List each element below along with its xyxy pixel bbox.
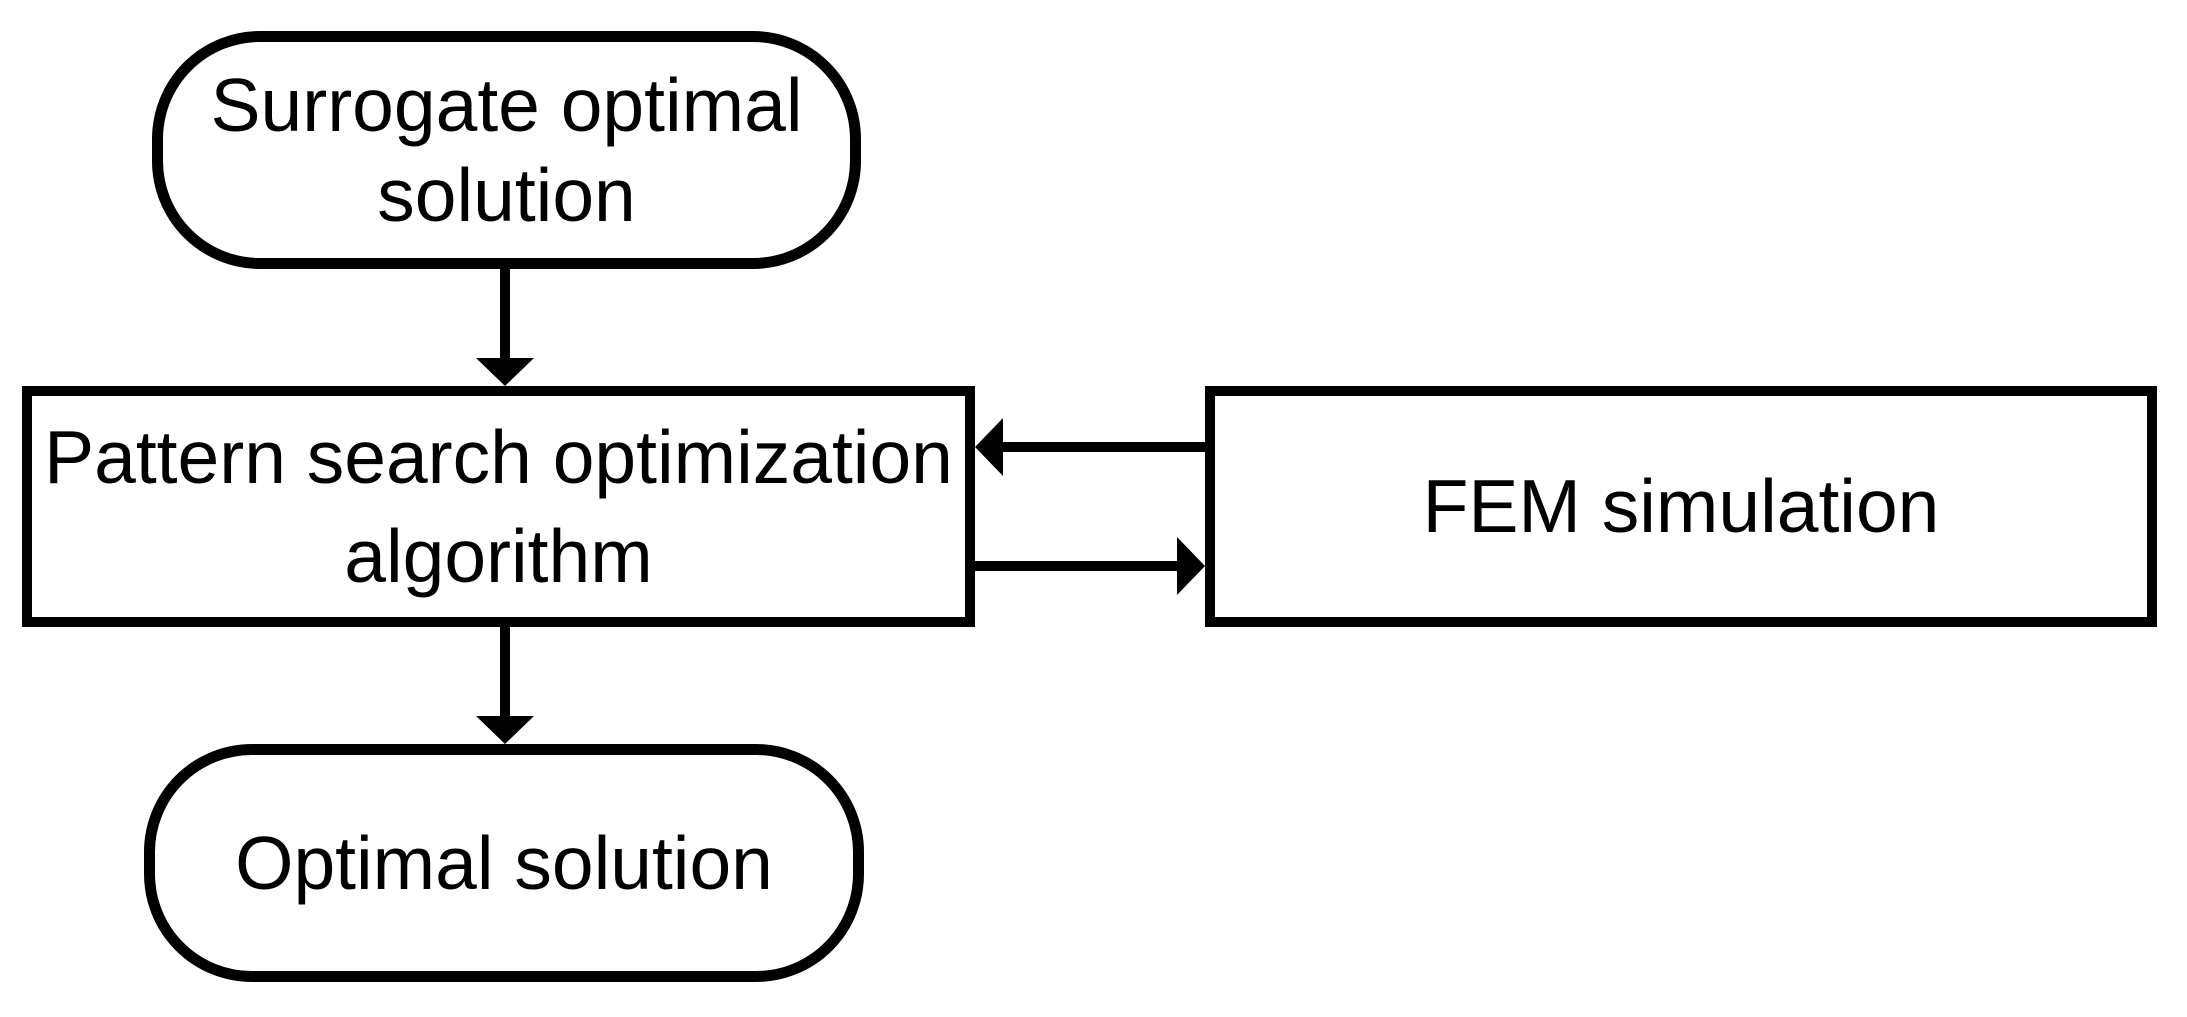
edge-fem-to-pattern-arrow xyxy=(975,418,1205,476)
arrowhead-right-icon xyxy=(1177,537,1205,595)
node-pattern-search-algorithm-label: Pattern search optimization algorithm xyxy=(44,415,953,598)
arrowhead-left-icon xyxy=(975,418,1003,476)
node-optimal-solution-label: Optimal solution xyxy=(235,821,773,905)
arrowhead-down-icon xyxy=(476,716,534,744)
node-fem-simulation-label: FEM simulation xyxy=(1422,464,1940,549)
edge-pattern-to-fem-arrow xyxy=(975,537,1205,595)
node-surrogate-optimal-solution-label: Surrogate optimal solution xyxy=(210,63,803,237)
node-pattern-search-algorithm: Pattern search optimization algorithm xyxy=(22,386,975,627)
edge-pattern-to-optimal-arrow xyxy=(476,627,534,744)
edge-surrogate-to-pattern-arrow xyxy=(476,266,534,386)
node-surrogate-optimal-solution: Surrogate optimal solution xyxy=(152,31,861,269)
node-optimal-solution: Optimal solution xyxy=(144,744,864,982)
node-fem-simulation: FEM simulation xyxy=(1205,386,2157,627)
arrowhead-down-icon xyxy=(476,358,534,386)
